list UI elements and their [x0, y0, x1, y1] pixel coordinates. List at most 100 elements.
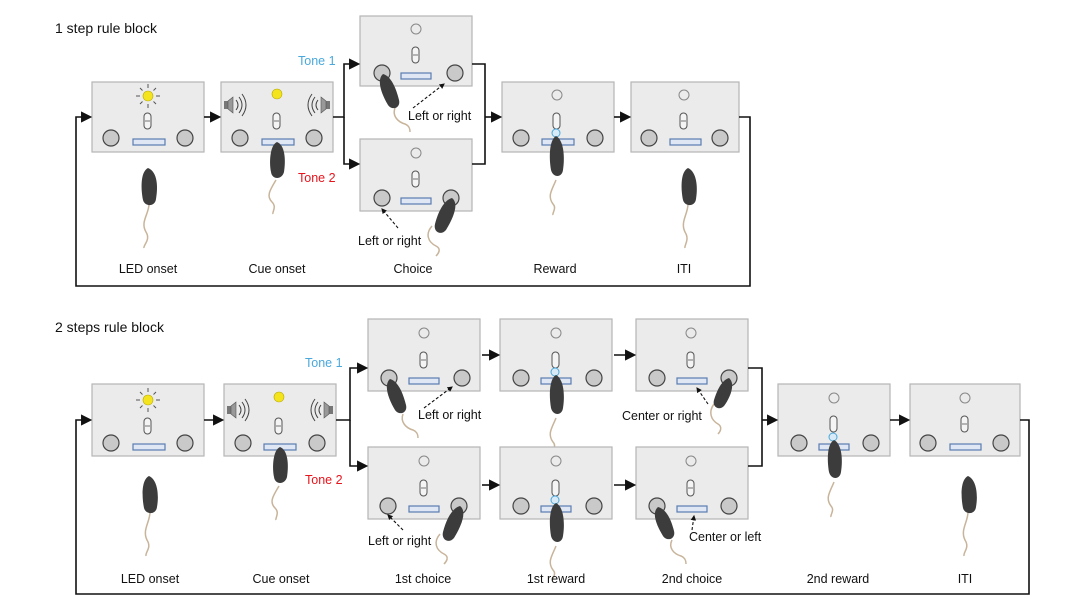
led	[271, 88, 283, 100]
mouse-icon	[141, 168, 158, 249]
panel-first-choice-top	[367, 318, 481, 439]
led	[685, 327, 697, 339]
stage-label: LED onset	[119, 262, 178, 276]
right-port	[992, 434, 1010, 452]
right-port	[862, 434, 880, 452]
water-drop	[828, 432, 838, 442]
led	[551, 89, 563, 101]
left-speaker-icon	[224, 93, 247, 117]
reward-tray	[676, 505, 708, 513]
right-speaker-icon	[310, 398, 333, 422]
stage-label: LED onset	[121, 572, 180, 586]
right-port	[176, 129, 194, 147]
panel-led-onset: LED onset	[91, 383, 205, 586]
lever	[552, 112, 561, 130]
flow-arrows	[75, 58, 751, 287]
water-drop	[551, 128, 561, 138]
left-port	[512, 369, 530, 387]
reward-tray	[669, 138, 702, 146]
right-port	[711, 129, 729, 147]
sun-led-icon	[136, 388, 160, 412]
reward-tray	[408, 505, 440, 513]
pointer-arrow	[690, 514, 697, 531]
left-port	[231, 129, 249, 147]
stage-label: ITI	[677, 262, 692, 276]
left-port	[102, 434, 120, 452]
mouse-icon	[961, 476, 977, 557]
right-port	[720, 497, 738, 515]
mouse-icon	[710, 378, 733, 435]
left-port	[234, 434, 252, 452]
left-port	[648, 369, 666, 387]
led	[678, 89, 690, 101]
left-speaker-icon	[227, 398, 250, 422]
annotation: Center or right	[622, 409, 702, 423]
reward-tray	[408, 377, 440, 385]
annotation: Center or left	[689, 530, 762, 544]
panel-choice-top	[359, 15, 473, 133]
reward-tray	[949, 443, 982, 451]
pointer-arrow	[381, 208, 399, 229]
left-port	[102, 129, 120, 147]
pointer-arrow	[423, 386, 453, 409]
annotation: Left or right	[368, 534, 432, 548]
stage-label: Choice	[394, 262, 433, 276]
mouse-icon	[549, 503, 564, 581]
left-port	[790, 434, 808, 452]
tone1-label: Tone 1	[305, 356, 343, 370]
mouse-icon	[435, 506, 464, 565]
panel-first-choice-bottom: 1st choice	[367, 446, 481, 586]
panel-iti: ITI	[630, 81, 740, 276]
panel-second-choice-top	[635, 318, 749, 435]
lever	[829, 415, 838, 433]
pointer-arrow	[387, 514, 404, 531]
two-step-block: 2 steps rule block LED onset	[55, 318, 1030, 595]
annotation: Left or right	[358, 234, 422, 248]
sun-led-icon	[136, 84, 160, 108]
left-port	[512, 129, 530, 147]
panel-iti: ITI	[909, 383, 1021, 586]
flow-arrows	[75, 349, 1030, 595]
right-speaker-icon	[307, 93, 330, 117]
right-port	[305, 129, 323, 147]
reward-tray	[400, 72, 432, 80]
stage-label: Cue onset	[253, 572, 311, 586]
panel-first-reward-top	[499, 318, 613, 454]
annotation: Left or right	[418, 408, 482, 422]
led	[828, 392, 840, 404]
stage-label: 1st reward	[527, 572, 585, 586]
left-port	[512, 497, 530, 515]
pointer-arrow	[412, 83, 445, 109]
panel-led-onset: LED onset	[91, 81, 205, 276]
one-step-block: 1 step rule block LED on	[55, 15, 751, 287]
left-port	[379, 497, 397, 515]
panel-second-choice-bottom: 2nd choice	[635, 446, 749, 586]
reward-tray	[676, 377, 708, 385]
mouse-icon	[549, 136, 564, 216]
tone2-label: Tone 2	[305, 473, 343, 487]
right-port	[453, 369, 471, 387]
mouse-icon	[654, 507, 687, 565]
stage-label: Cue onset	[249, 262, 307, 276]
mouse-icon	[271, 447, 288, 521]
panel-reward: Reward	[501, 81, 615, 276]
mouse-icon	[142, 476, 158, 557]
stage-label: 2nd choice	[662, 572, 723, 586]
right-port	[586, 129, 604, 147]
mouse-icon	[827, 440, 842, 518]
reward-tray	[132, 138, 166, 146]
led	[410, 23, 422, 35]
mouse-icon	[549, 375, 564, 454]
right-port	[585, 369, 603, 387]
tone1-label: Tone 1	[298, 54, 336, 68]
led	[685, 455, 697, 467]
panel-choice-bottom: Choice	[359, 138, 473, 276]
stage-label: Reward	[533, 262, 576, 276]
led	[550, 327, 562, 339]
left-port	[373, 189, 391, 207]
water-drop	[550, 495, 560, 505]
right-port	[308, 434, 326, 452]
led	[959, 392, 971, 404]
reward-tray	[132, 443, 166, 451]
annotation: Left or right	[408, 109, 472, 123]
